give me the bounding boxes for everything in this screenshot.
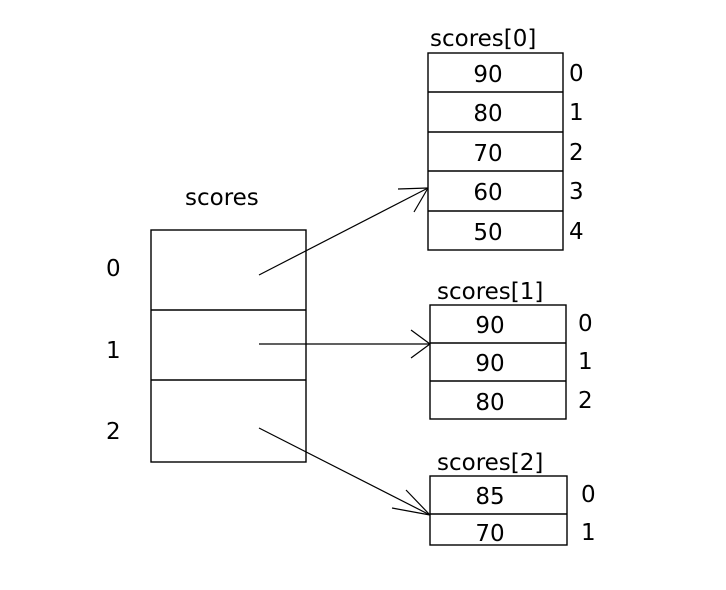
sub-array-0-cell-3: 60 <box>473 180 502 206</box>
main-array-index-2: 2 <box>106 419 121 445</box>
sub-array-1-box <box>429 304 567 420</box>
sub-array-0-box <box>427 52 564 251</box>
sub-array-0-cell-1: 80 <box>473 101 502 127</box>
sub-array-2-index-1: 1 <box>581 520 596 546</box>
sub-array-1-index-2: 2 <box>578 388 593 414</box>
arrow-scores-2 <box>258 427 431 516</box>
main-array-index-0: 0 <box>106 256 121 282</box>
sub-array-2-cell-1: 70 <box>475 521 504 547</box>
sub-array-1-cell-1: 90 <box>475 351 504 377</box>
sub-array-1-cell-2: 80 <box>475 390 504 416</box>
sub-array-2-index-0: 0 <box>581 482 596 508</box>
sub-array-0-index-1: 1 <box>569 100 584 126</box>
sub-array-0-index-2: 2 <box>569 140 584 166</box>
main-array-title: scores <box>185 185 259 211</box>
sub-array-0: scores[0] 90 80 70 60 50 0 1 2 3 4 <box>427 26 584 251</box>
main-array-index-1: 1 <box>106 338 121 364</box>
sub-array-0-title: scores[0] <box>430 26 536 52</box>
sub-array-1-index-1: 1 <box>578 349 593 375</box>
main-array-box <box>150 229 307 463</box>
sub-array-2-cell-0: 85 <box>475 484 504 510</box>
sub-array-0-index-4: 4 <box>569 219 584 245</box>
sub-array-2-title: scores[2] <box>437 450 543 476</box>
sub-array-0-index-3: 3 <box>569 179 584 205</box>
sub-array-1: scores[1] 90 90 80 0 1 2 <box>429 279 593 420</box>
sub-array-1-title: scores[1] <box>437 279 543 305</box>
arrow-scores-0 <box>258 187 429 276</box>
sub-array-0-index-0: 0 <box>569 61 584 87</box>
sub-array-0-cell-2: 70 <box>473 141 502 167</box>
sub-array-0-cell-0: 90 <box>473 62 502 88</box>
sub-array-1-index-0: 0 <box>578 311 593 337</box>
arrow-scores-1 <box>259 329 431 359</box>
sub-array-2: scores[2] 85 70 0 1 <box>429 450 596 547</box>
sub-array-0-cell-4: 50 <box>473 220 502 246</box>
sub-array-2-box <box>429 475 568 546</box>
sub-array-1-cell-0: 90 <box>475 313 504 339</box>
